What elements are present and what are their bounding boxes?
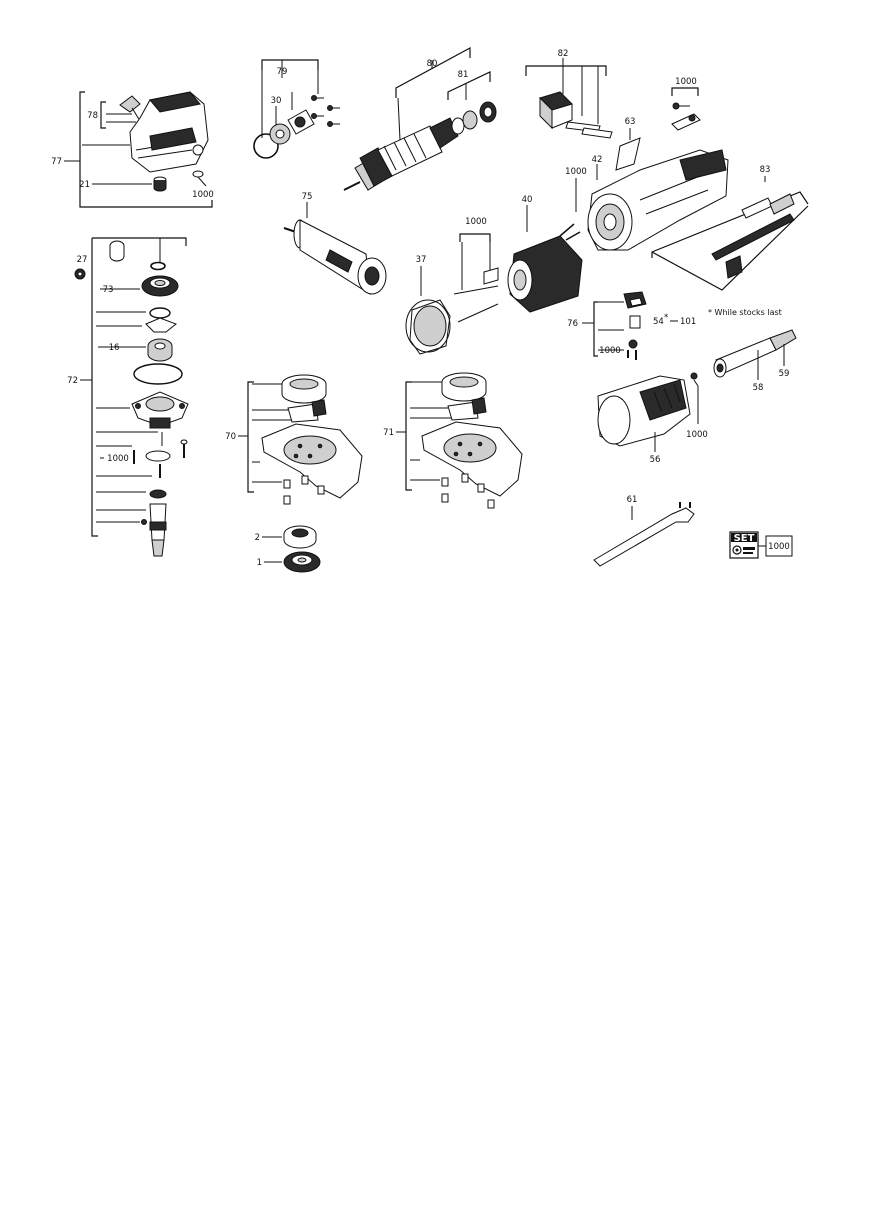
label-54: 54 [653, 317, 664, 327]
spindle [149, 503, 167, 557]
label-81: 81 [458, 70, 469, 80]
part-75-side-handle: 75 [283, 192, 387, 295]
label-1000-h: 1000 [768, 542, 790, 552]
label-27: 27 [77, 255, 88, 265]
footnote-stock: * While stocks last [708, 308, 782, 317]
label-82: 82 [558, 49, 569, 59]
label-1000-d: 1000 [465, 217, 487, 227]
label-61: 61 [627, 495, 638, 505]
label-101: 101 [680, 317, 696, 327]
armature [343, 117, 469, 191]
label-1000-c: 1000 [675, 77, 697, 87]
label-80: 80 [427, 59, 438, 69]
screws-1000-f [627, 339, 638, 360]
label-72: 72 [67, 376, 78, 386]
screws-79 [311, 95, 340, 127]
screws-1000-e [133, 444, 185, 478]
carbon-brushes [565, 121, 613, 139]
guard-clamp-ring-71 [441, 372, 487, 402]
part-54-capacitor [629, 315, 641, 329]
label-1: 1 [257, 558, 262, 568]
part-58-59-cable: 58 59 [713, 329, 797, 393]
set-1000-kit: SET 1000 [729, 531, 793, 559]
part-56-rear-cover: 56 1000 [597, 372, 708, 465]
screws-1000-c: 1000 [671, 77, 701, 131]
label-42: 42 [592, 155, 603, 165]
part-group-70: 70 [225, 374, 363, 505]
oring-79 [253, 133, 279, 159]
bushing-top [109, 240, 125, 262]
part-16-bearing [147, 338, 173, 362]
gear-housing [129, 91, 209, 173]
label-71: 71 [383, 428, 394, 438]
label-78: 78 [87, 111, 98, 121]
part-group-79: 79 30 [253, 59, 340, 159]
guard-70 [261, 423, 363, 499]
flange-plate [287, 109, 315, 135]
label-73: 73 [103, 285, 114, 295]
label-1000-e: 1000 [107, 454, 129, 464]
part-37-fan-baffle: 37 [405, 255, 451, 355]
part-21-bushing [153, 176, 167, 192]
label-75: 75 [302, 192, 313, 202]
part-group-71: 71 [383, 372, 523, 509]
label-77: 77 [51, 157, 62, 167]
label-63: 63 [625, 117, 636, 127]
part-27-nut [74, 268, 86, 280]
screw-1000-g [690, 372, 699, 424]
bearings-81 [451, 101, 497, 135]
label-16: 16 [109, 343, 120, 353]
part-group-77: 77 78 21 1000 [51, 91, 214, 208]
label-56: 56 [650, 455, 661, 465]
label-70: 70 [225, 432, 236, 442]
guard-clamp-ring-70 [281, 374, 327, 404]
set-label: SET [734, 533, 755, 544]
part-1-flange-nut: 1 [257, 551, 321, 573]
part-group-1000-d: 1000 [453, 217, 499, 323]
set-kit-icon [732, 545, 755, 555]
part-73-bevel-gear [141, 275, 179, 297]
lever-switch [106, 95, 143, 125]
label-1000-f: 1000 [599, 346, 621, 356]
bearing-flange [131, 391, 189, 429]
part-group-83: 83 [651, 165, 809, 291]
label-54-star: * [664, 313, 668, 323]
part-group-72: 27 72 73 16 [67, 237, 189, 557]
label-83: 83 [760, 165, 771, 175]
label-1000-g: 1000 [686, 430, 708, 440]
part-group-76: 76 54 * 101 1000 * While stocks last [567, 291, 782, 360]
bearing-30 [269, 123, 291, 145]
part-group-80: 80 81 [343, 46, 497, 191]
label-2: 2 [255, 533, 260, 543]
screws-71 [441, 473, 495, 509]
label-37: 37 [416, 255, 427, 265]
label-79: 79 [277, 67, 288, 77]
label-21: 21 [79, 180, 90, 190]
label-76: 76 [567, 319, 578, 329]
label-1000-b: 1000 [565, 167, 587, 177]
label-1000-a: 1000 [192, 190, 214, 200]
label-59: 59 [779, 369, 790, 379]
switch-block [623, 291, 647, 309]
part-61-spanner: 61 [593, 495, 695, 567]
part-63-label-plate: 63 [615, 117, 641, 171]
part-group-82: 82 [525, 49, 613, 139]
part-42-motor-housing: 42 1000 [565, 149, 729, 251]
guard-71 [421, 421, 523, 497]
part-2-flange: 2 [255, 525, 317, 549]
label-40: 40 [522, 195, 533, 205]
screw-1000-a [192, 170, 207, 187]
brush-holder [539, 91, 573, 130]
label-30: 30 [271, 96, 282, 106]
label-58: 58 [753, 383, 764, 393]
part-40-stator: 40 [507, 195, 583, 313]
screws-70 [283, 475, 325, 505]
